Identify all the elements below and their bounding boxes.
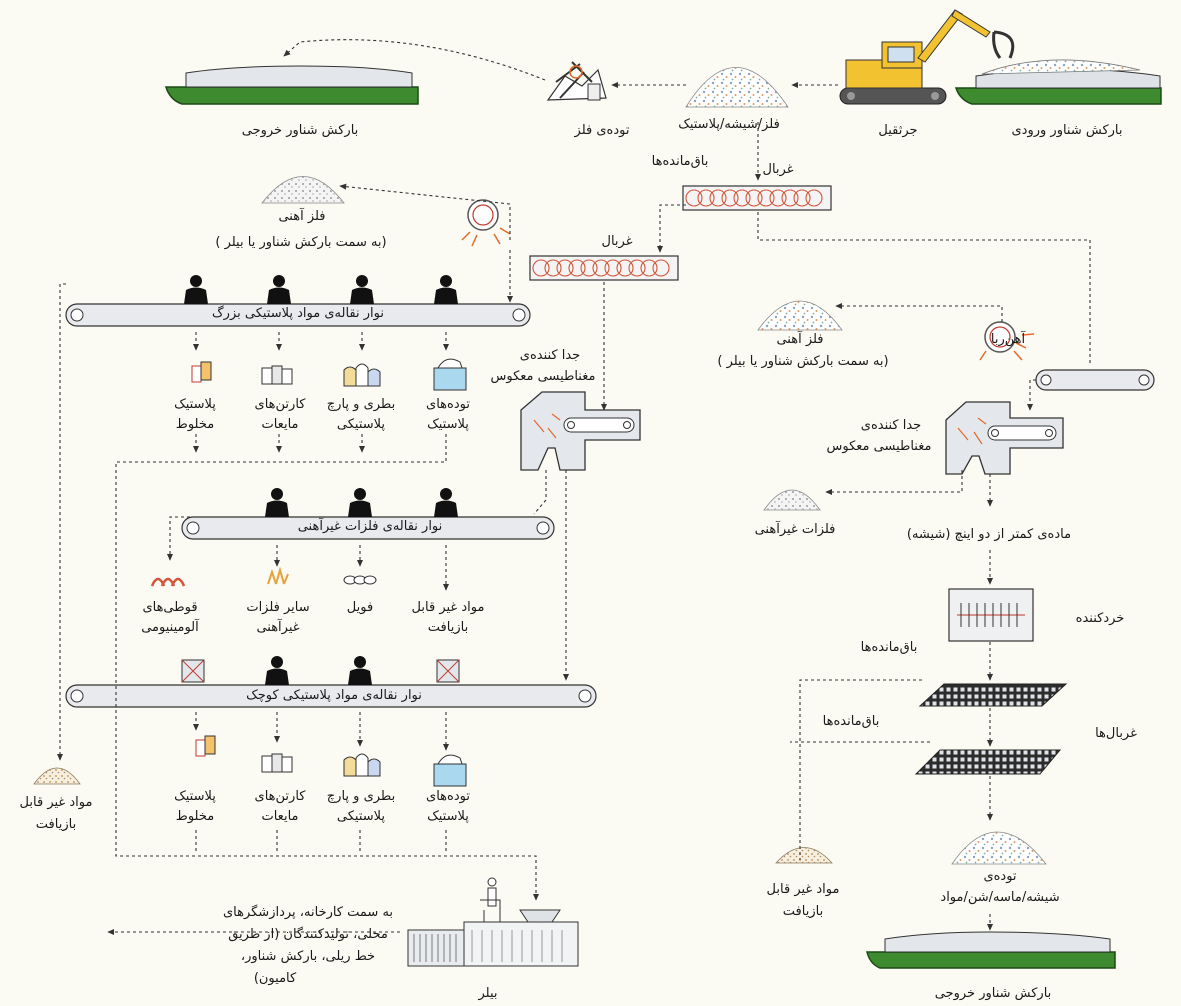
- chute-boxes: [181, 659, 460, 683]
- metal-other-l1: سایر فلزات: [246, 600, 310, 615]
- metal-foil: فویل: [346, 600, 374, 615]
- eddy-separator-right: [945, 401, 1064, 475]
- metal-pile: [546, 61, 607, 101]
- mixed-pile-label: فلز/شیشه/پلاستیک: [678, 117, 780, 132]
- residue-label-low: باق‌مانده‌ها: [822, 714, 880, 729]
- screen-left: [529, 255, 679, 281]
- bottom-cartons-l2: مایعات: [261, 809, 299, 824]
- metal-nonrec-l1: مواد غیر قابل: [411, 600, 485, 615]
- top-mixed-l2: مخلوط: [175, 417, 215, 432]
- nonrec-pile-right: [775, 847, 833, 864]
- outgoing-barge-bottom-label: بارکش شناور خروجی: [934, 986, 1052, 1001]
- right-feed-conveyor: [1035, 369, 1155, 391]
- baler-label: بیلر: [478, 986, 498, 1001]
- dest-l1: به سمت کارخانه، پردازشگرهای: [222, 905, 394, 920]
- belt-small-plastic-label: نوار نقاله‌ی مواد پلاستیکی کوچک: [246, 688, 422, 703]
- ferrous-right-title: فلز آهنی: [776, 332, 824, 347]
- top-bales-l1: توده‌های: [426, 397, 470, 412]
- screens-multi-icon: [914, 683, 1068, 775]
- liquid-cartons-icon: [261, 365, 293, 773]
- dest-l4: کامیون): [253, 971, 297, 986]
- plastic-bottles-icon: [343, 363, 381, 777]
- eddy-left-l2: مغناطیسی معکوس: [490, 369, 596, 384]
- metal-nonrec-l2: بازیافت: [427, 620, 469, 635]
- top-bottles-l1: بطری و پارچ: [326, 397, 396, 412]
- bottom-bales-l1: توده‌های: [426, 789, 470, 804]
- metal-cans-l2: آلومینیومی: [141, 620, 199, 635]
- bottom-bottles-l2: پلاستیکی: [336, 809, 386, 824]
- glass-pile-l2: شیشه/ماسه/شن/مواد: [940, 890, 1060, 905]
- screens-multi-label: غربال‌ها: [1095, 726, 1137, 741]
- other-metals-icon: [267, 566, 289, 585]
- nonrec-pile-left: [33, 767, 81, 785]
- crane: [839, 9, 1015, 105]
- belt-large-plastic: [65, 303, 531, 327]
- crusher-icon: [948, 588, 1034, 642]
- magnet-left: [461, 199, 511, 247]
- mixed-pile: [685, 67, 789, 108]
- workers: [184, 275, 458, 685]
- incoming-barge-label: بارکش شناور ورودی: [1011, 123, 1123, 138]
- magnet-label: آهن‌ربا: [990, 332, 1026, 347]
- nonferrous-pile-right: [763, 489, 821, 511]
- ferrous-pile-right: [757, 300, 843, 331]
- screen-top-label: غربال: [762, 162, 794, 177]
- nonrec-right-l1: مواد غیر قابل: [766, 882, 840, 897]
- plastic-bales-icon: [433, 358, 467, 787]
- bottom-bottles-l1: بطری و پارچ: [326, 789, 396, 804]
- top-cartons-l2: مایعات: [261, 417, 299, 432]
- magnet-right: [979, 321, 1035, 361]
- metal-pile-label: توده‌ی فلز: [574, 123, 630, 138]
- ferrous-left-title: فلز آهنی: [278, 209, 326, 224]
- glass-pile: [951, 831, 1047, 865]
- ferrous-left-sub: (به سمت بارکش شناور یا بیلر ): [215, 235, 387, 250]
- outgoing-barge-top-label: بارکش شناور خروجی: [241, 123, 359, 138]
- nonrec-left-l2: بازیافت: [35, 817, 77, 832]
- screen-top: [682, 185, 832, 211]
- nonferrous-out-label: فلزات غیرآهنی: [754, 522, 836, 537]
- baler-icon: [407, 877, 579, 967]
- dest-l2: محلی، تولیدکنندگان (از طریق: [228, 927, 388, 942]
- eddy-separator-left: [520, 391, 641, 471]
- glass-lt2-label: ماده‌ی کمتر از دو اینچ (شیشه): [906, 527, 1072, 542]
- residue-label-mid: باق‌مانده‌ها: [860, 640, 918, 655]
- aluminum-cans-icon: [150, 577, 186, 587]
- crusher-label: خردکننده: [1075, 611, 1125, 626]
- eddy-right-l2: مغناطیسی معکوس: [826, 439, 932, 454]
- belt-large-plastic-label: نوار نقاله‌ی مواد پلاستیکی بزرگ: [212, 306, 384, 321]
- nonrec-right-l2: بازیافت: [782, 904, 824, 919]
- top-cartons-l1: کارتن‌های: [254, 397, 306, 412]
- top-bottles-l2: پلاستیکی: [336, 417, 386, 432]
- ferrous-pile-left: [261, 176, 345, 204]
- residue-label-top: باق‌مانده‌ها: [651, 154, 709, 169]
- metal-other-l2: غیرآهنی: [256, 620, 300, 635]
- incoming-barge: [954, 59, 1162, 105]
- ferrous-right-sub: (به سمت بارکش شناور یا بیلر ): [717, 354, 889, 369]
- crane-label: جرثقیل: [878, 123, 918, 138]
- eddy-right-l1: جدا کننده‌ی: [860, 418, 922, 433]
- metal-cans-l1: قوطی‌های: [142, 600, 198, 615]
- dest-l3: خط ریلی، بارکش شناور،: [240, 949, 376, 964]
- mixed-plastic-icon: [191, 361, 216, 757]
- bottom-mixed-l2: مخلوط: [175, 809, 215, 824]
- outgoing-barge-top: [164, 65, 419, 105]
- screen-left-label: غربال: [601, 234, 633, 249]
- belt-small-plastic: [65, 684, 597, 708]
- glass-pile-l1: توده‌ی: [983, 869, 1017, 884]
- outgoing-barge-bottom: [866, 931, 1116, 969]
- bottom-bales-l2: پلاستیک: [427, 809, 469, 824]
- nonrec-left-l1: مواد غیر قابل: [19, 795, 93, 810]
- eddy-left-l1: جدا کننده‌ی: [519, 348, 581, 363]
- top-bales-l2: پلاستیک: [427, 417, 469, 432]
- foil-icon: [343, 575, 377, 585]
- bottom-mixed-l1: پلاستیک: [174, 789, 216, 804]
- bottom-cartons-l1: کارتن‌های: [254, 789, 306, 804]
- belt-nonferrous-label: نوار نقاله‌ی فلزات غیرآهنی: [297, 519, 443, 534]
- flow-connectors: [56, 39, 1091, 936]
- top-mixed-l1: پلاستیک: [174, 397, 216, 412]
